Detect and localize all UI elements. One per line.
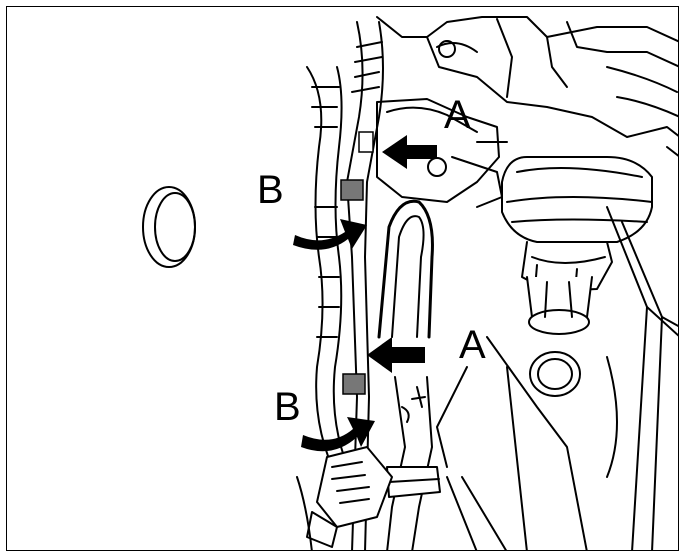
lower-control-arm <box>486 336 618 550</box>
plug-cap <box>142 186 196 268</box>
callout-b-upper: B <box>257 168 284 212</box>
diagram-frame: A B A B <box>6 6 679 551</box>
arrow-b-upper <box>293 219 367 250</box>
arrow-a-upper <box>382 135 437 169</box>
electrical-connector <box>296 446 393 550</box>
callout-a-lower: A <box>459 323 486 367</box>
arrow-b-lower <box>301 417 375 452</box>
rigid-brake-line-loop <box>377 199 434 339</box>
callout-b-lower: B <box>274 385 301 429</box>
brake-line-fitting-upper <box>376 98 508 208</box>
strut-assembly <box>501 146 678 550</box>
engine-bay-illustration <box>142 16 678 550</box>
arrow-a-lower <box>367 337 425 373</box>
hose-nut-lower <box>342 373 366 395</box>
engine-block <box>376 16 678 138</box>
callout-a-upper: A <box>444 93 471 137</box>
bleed-screw-upper <box>358 131 374 153</box>
mounting-bolt <box>529 351 581 397</box>
hose-boot-lower <box>386 366 507 550</box>
brake-hose <box>346 21 384 550</box>
wiring-harness <box>306 66 353 478</box>
hose-nut-upper <box>340 179 364 201</box>
